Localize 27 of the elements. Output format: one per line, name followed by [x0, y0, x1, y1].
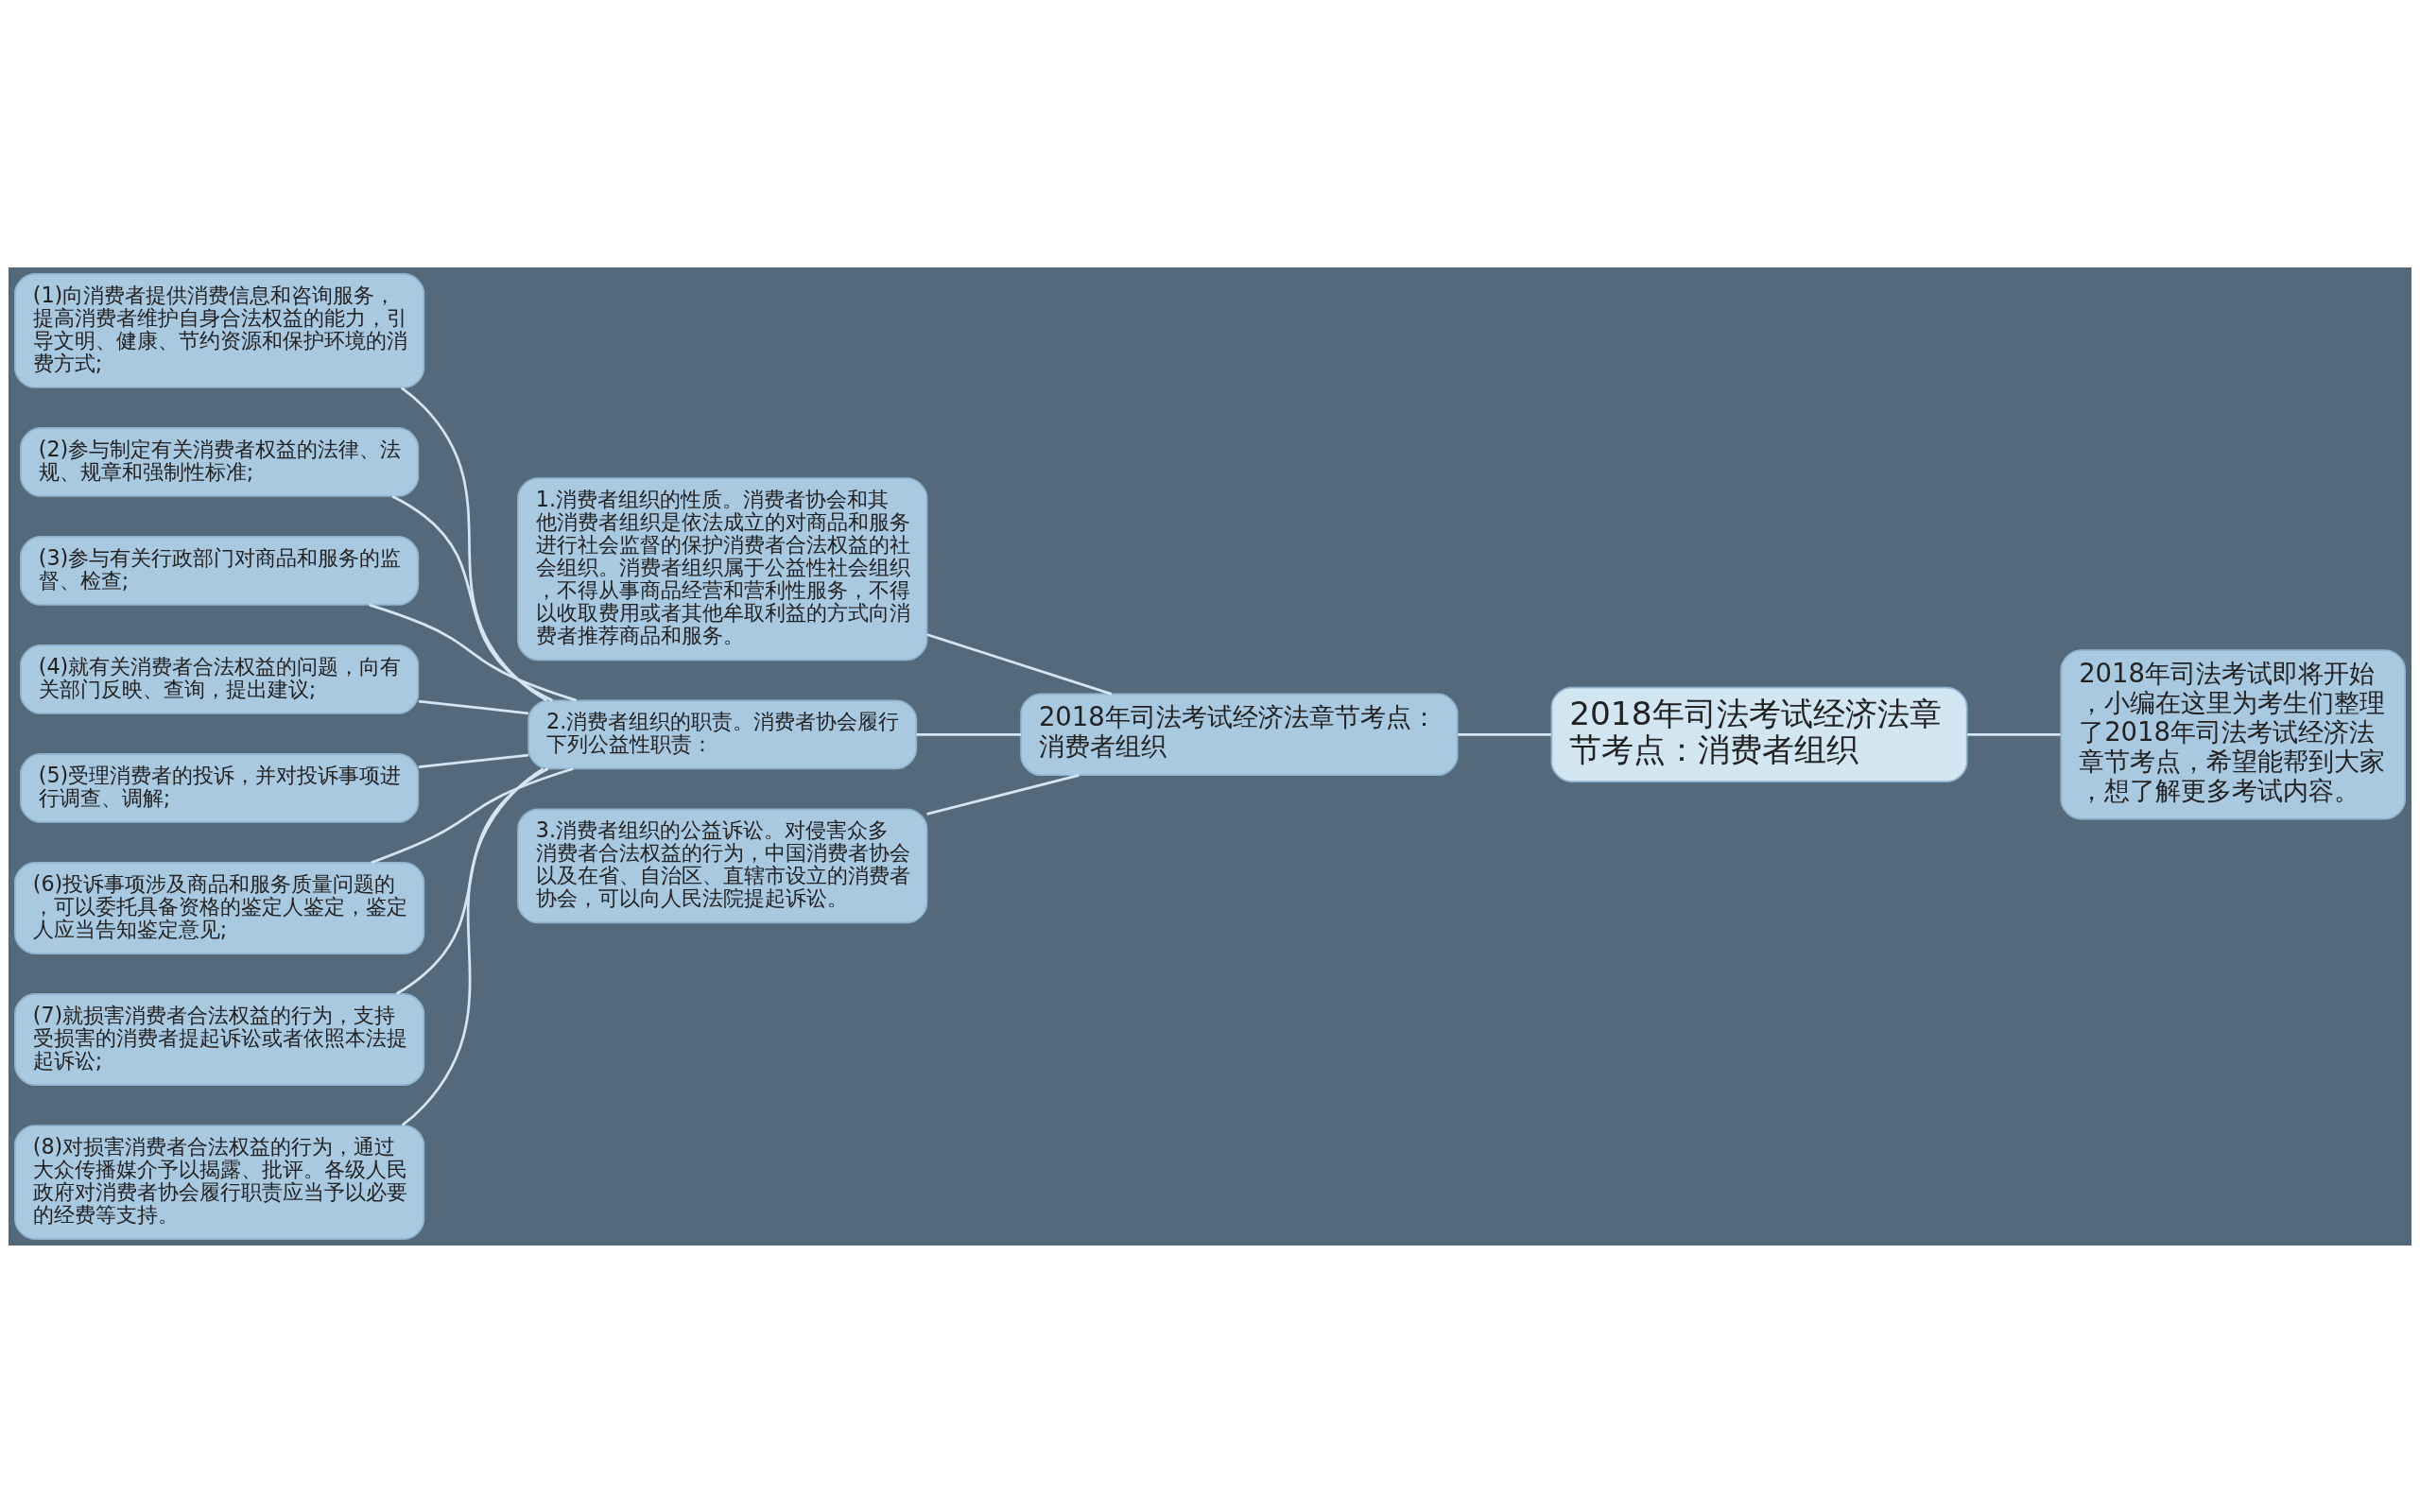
node-box: (1)向消费者提供消费信息和咨询服务，提高消费者维护自身合法权益的能力，引导文明、健康、节约资源和保护环境的消费方式;: [14, 272, 425, 388]
node-box: 2.消费者组织的职责。消费者协会履行下列公益性职责：: [527, 698, 918, 769]
connector: [369, 603, 577, 701]
connector: [1458, 732, 1551, 736]
connector: [371, 766, 574, 864]
connector: [400, 386, 548, 701]
connector: [391, 494, 553, 701]
node-box: 2018年司法考试即将开始，小编在这里为考生们整理了2018年司法考试经济法章节考点，希望能帮到大家，想了解更多考试内容。: [2060, 648, 2406, 819]
connector: [916, 732, 1022, 736]
node-box: 2018年司法考试经济法章节考点：消费者组织: [1020, 693, 1459, 776]
node-box: (6)投诉事项涉及商品和服务质量问题的，可以委托具备资格的鉴定人鉴定，鉴定人应当告知鉴定意见;: [14, 861, 425, 954]
connector: [418, 753, 529, 768]
node-box: 2018年司法考试经济法章节考点：消费者组织: [1550, 686, 1968, 782]
node-box: (3)参与有关行政部门对商品和服务的监督、检查;: [20, 535, 420, 606]
connector: [401, 766, 544, 1126]
node-box: (2)参与制定有关消费者权益的法律、法规、规章和强制性标准;: [20, 426, 420, 497]
connector: [926, 632, 1113, 696]
node-box: (4)就有关消费者合法权益的问题，向有关部门反映、查询，提出建议;: [20, 644, 420, 714]
connector: [1967, 732, 2061, 736]
node-box: (7)就损害消费者合法权益的行为，支持受损害的消费者提起诉讼或者依照本法提起诉讼;: [14, 992, 425, 1086]
node-box: (8)对损害消费者合法权益的行为，通过大众传播媒介予以揭露、批评。各级人民政府对消费者协会履行职责应当予以必要的经费等支持。: [14, 1124, 425, 1240]
connector: [395, 766, 549, 995]
node-box: 3.消费者组织的公益诉讼。对侵害众多消费者合法权益的行为，中国消费者协会以及在省、自治区、直辖市设立的消费者协会，可以向人民法院提起诉讼。: [517, 807, 928, 923]
node-box: 1.消费者组织的性质。消费者协会和其他消费者组织是依法成立的对商品和服务进行社会监督的保护消费者合法权益的社会组织。消费者组织属于公益性社会组织，不得从事商品经营和营利性服务，不得以收取费用或者其他牟取利益的方式向消费者推荐商品和服务。: [517, 476, 928, 661]
connector: [418, 699, 529, 714]
connector: [926, 773, 1080, 816]
node-box: (5)受理消费者的投诉，并对投诉事项进行调查、调解;: [20, 752, 420, 823]
